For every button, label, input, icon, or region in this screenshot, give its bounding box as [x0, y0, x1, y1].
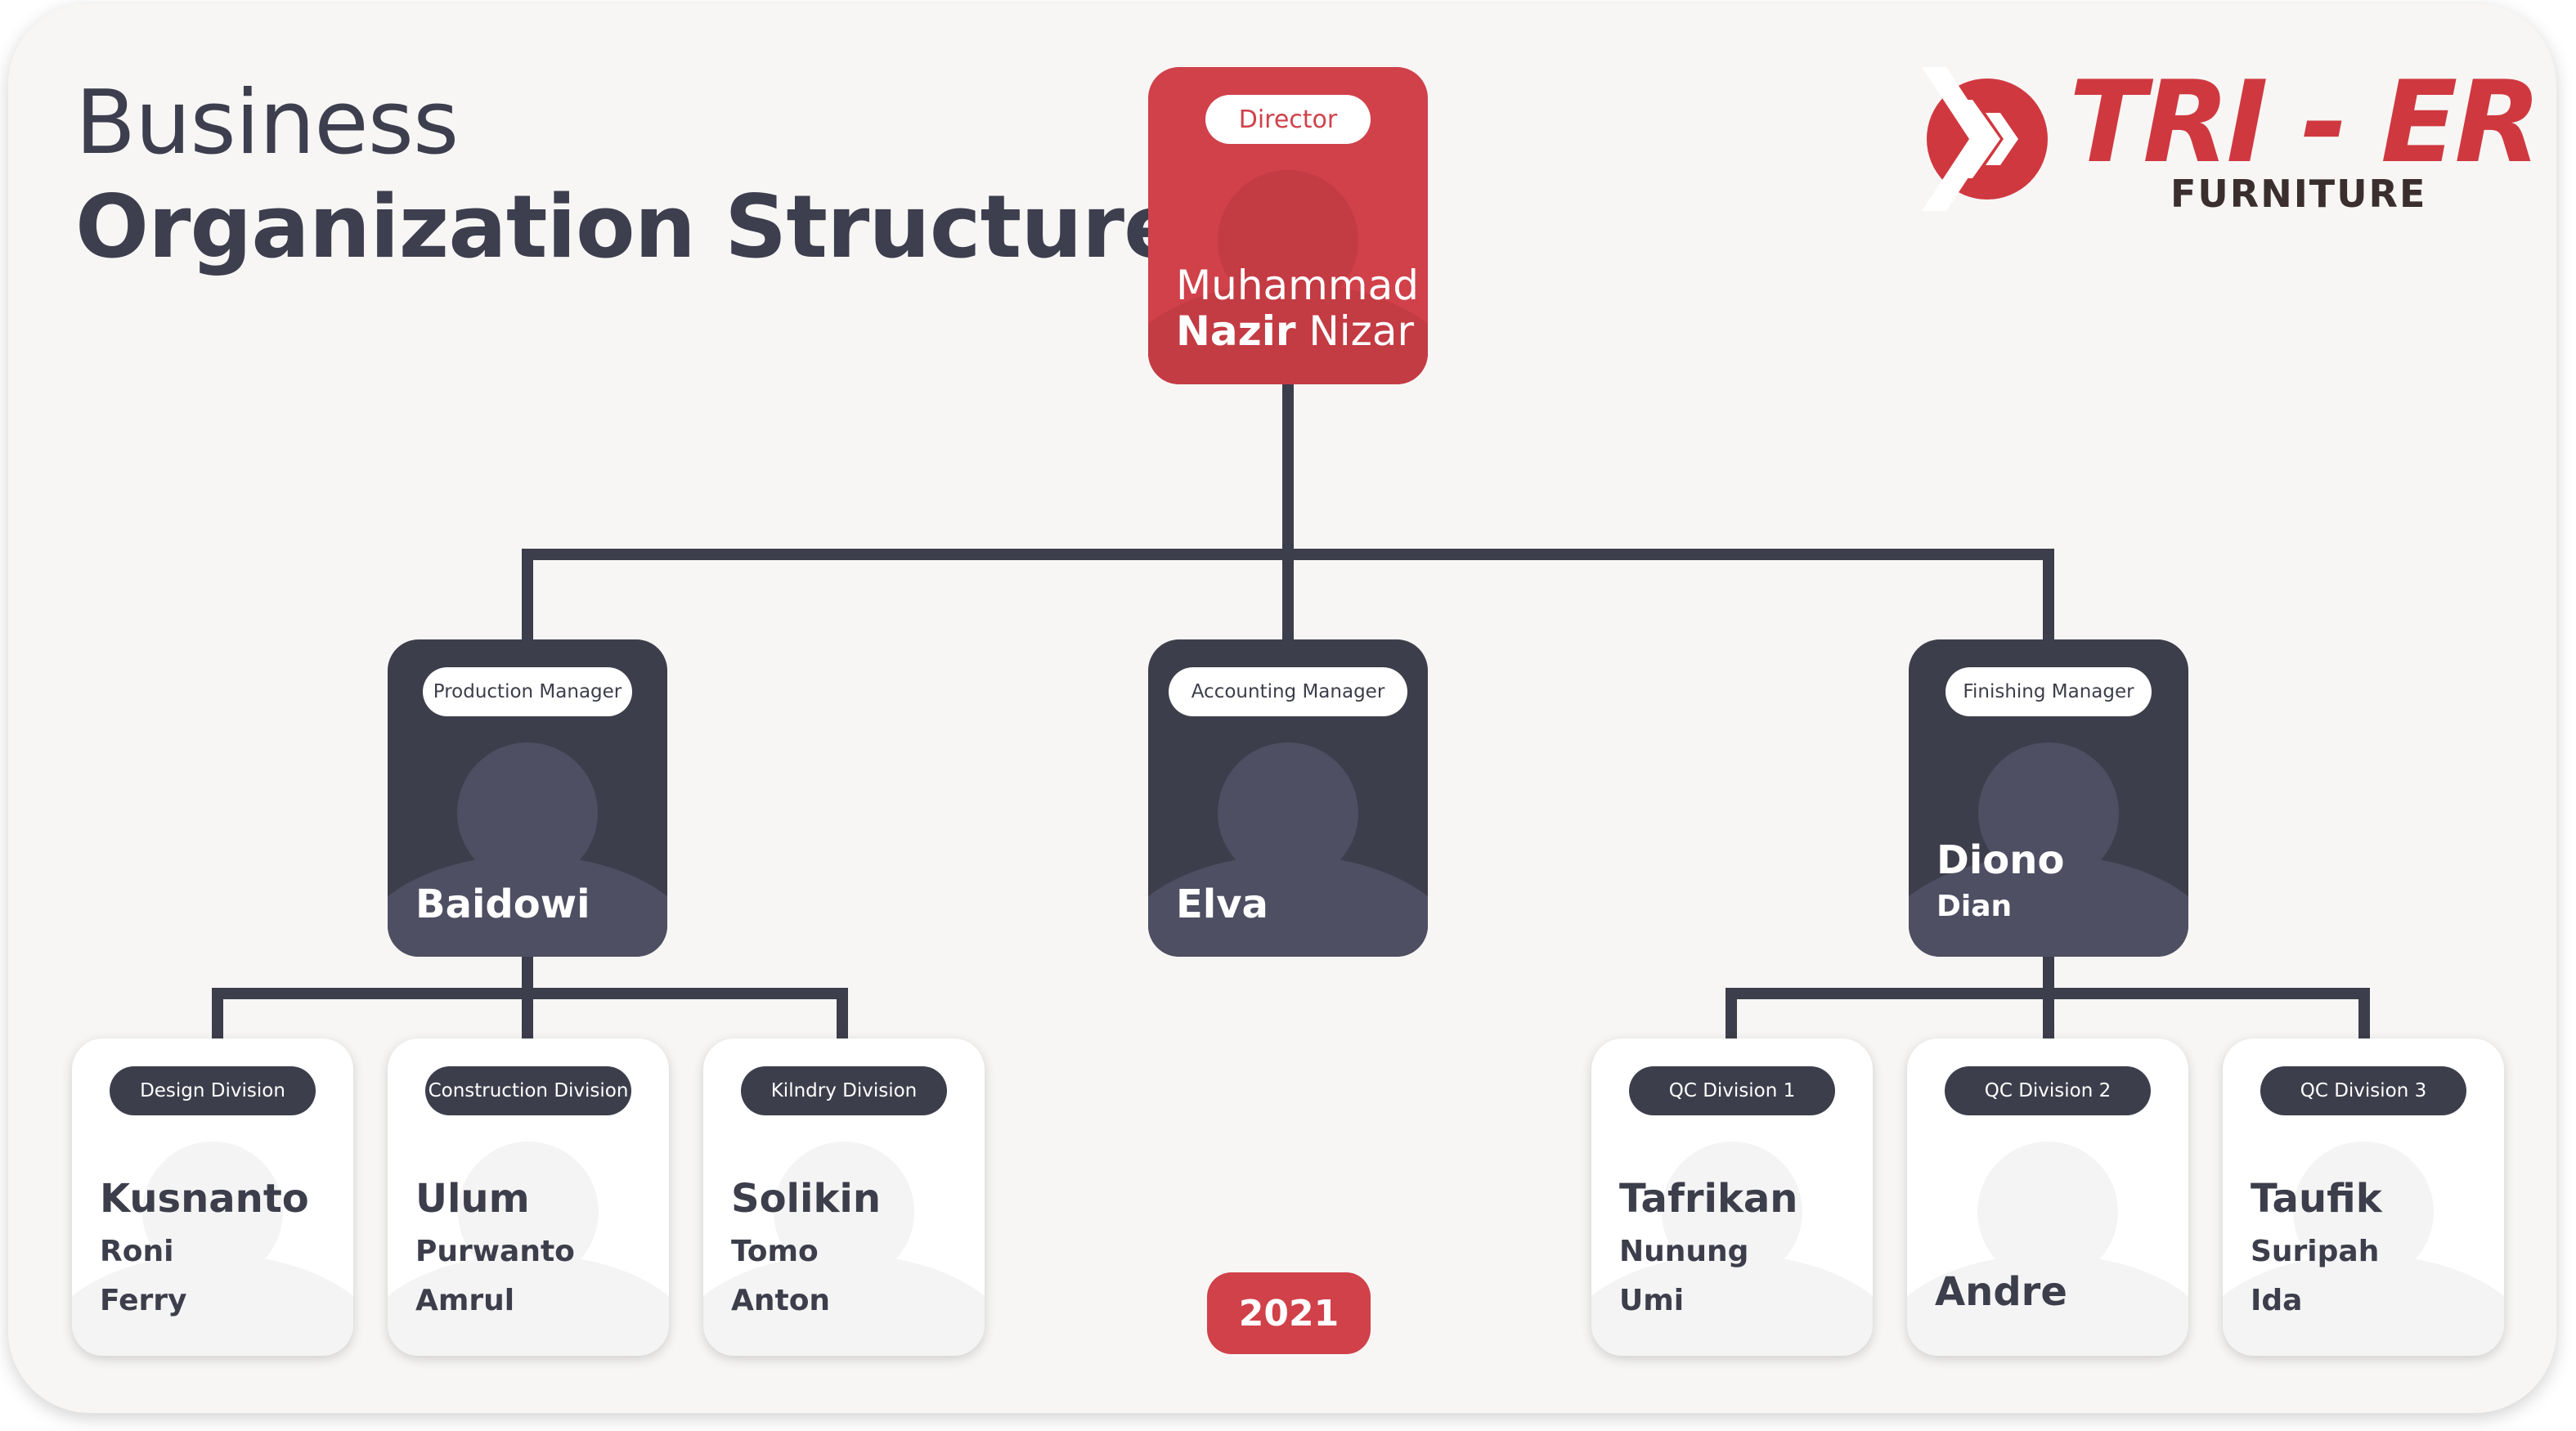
title-line-1: Business [75, 72, 459, 174]
division-card-construction[interactable]: Construction Division Ulum Purwanto Amru… [388, 1038, 669, 1356]
role-badge: QC Division 2 [1945, 1066, 2151, 1115]
avatar-body [72, 1254, 353, 1356]
role-badge: Design Division [110, 1066, 316, 1115]
avatar-body [2223, 1254, 2504, 1356]
title-line-2: Organization Structure [75, 177, 1183, 277]
avatar-body [1907, 1254, 2188, 1356]
avatar-body [1148, 283, 1428, 384]
logo-name: TRI - ER [2069, 56, 2542, 188]
division-member: Purwanto [415, 1235, 575, 1268]
avatar-body [388, 855, 667, 957]
logo-subtitle: FURNITURE [2170, 172, 2427, 216]
manager-name: Baidowi [415, 881, 590, 927]
division-card-qc-1[interactable]: QC Division 1 Tafrikan Nunung Umi [1591, 1038, 1873, 1356]
director-card[interactable]: Director Muhammad Nazir Nizar [1148, 67, 1428, 384]
manager-card-production[interactable]: Production Manager Baidowi [388, 639, 667, 957]
role-badge: QC Division 3 [2260, 1066, 2466, 1115]
division-member: Ida [2251, 1284, 2303, 1317]
division-member: Amrul [415, 1284, 515, 1317]
director-name-line2: Nazir Nizar [1176, 307, 1414, 355]
role-badge: Production Manager [423, 667, 632, 716]
division-member: Suripah [2251, 1235, 2380, 1268]
avatar-body [1148, 855, 1428, 957]
director-name-bold: Nazir [1176, 307, 1296, 355]
avatar-body [388, 1254, 669, 1356]
division-member: Umi [1619, 1284, 1685, 1317]
division-lead: Andre [1935, 1269, 2067, 1315]
division-lead: Ulum [415, 1176, 530, 1222]
chevron-arrows-icon [1922, 67, 2048, 211]
division-member: Nunung [1619, 1235, 1749, 1268]
director-name-last: Nizar [1295, 307, 1415, 355]
role-badge: Finishing Manager [1945, 667, 2152, 716]
division-lead: Kusnanto [100, 1176, 309, 1222]
division-lead: Tafrikan [1619, 1176, 1798, 1222]
director-name-first: Muhammad [1176, 262, 1419, 309]
division-member: Roni [100, 1235, 174, 1268]
role-badge: Construction Division [425, 1066, 631, 1115]
division-lead: Taufik [2251, 1176, 2382, 1222]
division-card-qc-3[interactable]: QC Division 3 Taufik Suripah Ida [2223, 1038, 2504, 1356]
division-lead: Solikin [731, 1176, 881, 1222]
manager-card-finishing[interactable]: Finishing Manager Diono Dian [1909, 639, 2188, 957]
division-member: Ferry [100, 1284, 187, 1317]
division-card-kilndry[interactable]: Kilndry Division Solikin Tomo Anton [703, 1038, 985, 1356]
role-badge: QC Division 1 [1629, 1066, 1835, 1115]
division-member: Tomo [731, 1235, 819, 1268]
manager-name: Diono [1936, 837, 2065, 883]
division-card-qc-2[interactable]: QC Division 2 Andre [1907, 1038, 2188, 1356]
role-badge: Kilndry Division [741, 1066, 947, 1115]
manager-card-accounting[interactable]: Accounting Manager Elva [1148, 639, 1428, 957]
manager-subname: Dian [1936, 890, 2013, 923]
avatar-body [1909, 855, 2188, 957]
company-logo: TRI - ER FURNITURE [1922, 61, 2542, 216]
avatar-body [1591, 1254, 1873, 1356]
role-badge: Accounting Manager [1169, 667, 1407, 716]
division-card-design[interactable]: Design Division Kusnanto Roni Ferry [72, 1038, 353, 1356]
manager-name: Elva [1176, 881, 1268, 927]
avatar-body [703, 1254, 985, 1356]
division-member: Anton [731, 1284, 831, 1317]
year-badge: 2021 [1207, 1272, 1371, 1354]
director-role-badge: Director [1205, 95, 1371, 144]
